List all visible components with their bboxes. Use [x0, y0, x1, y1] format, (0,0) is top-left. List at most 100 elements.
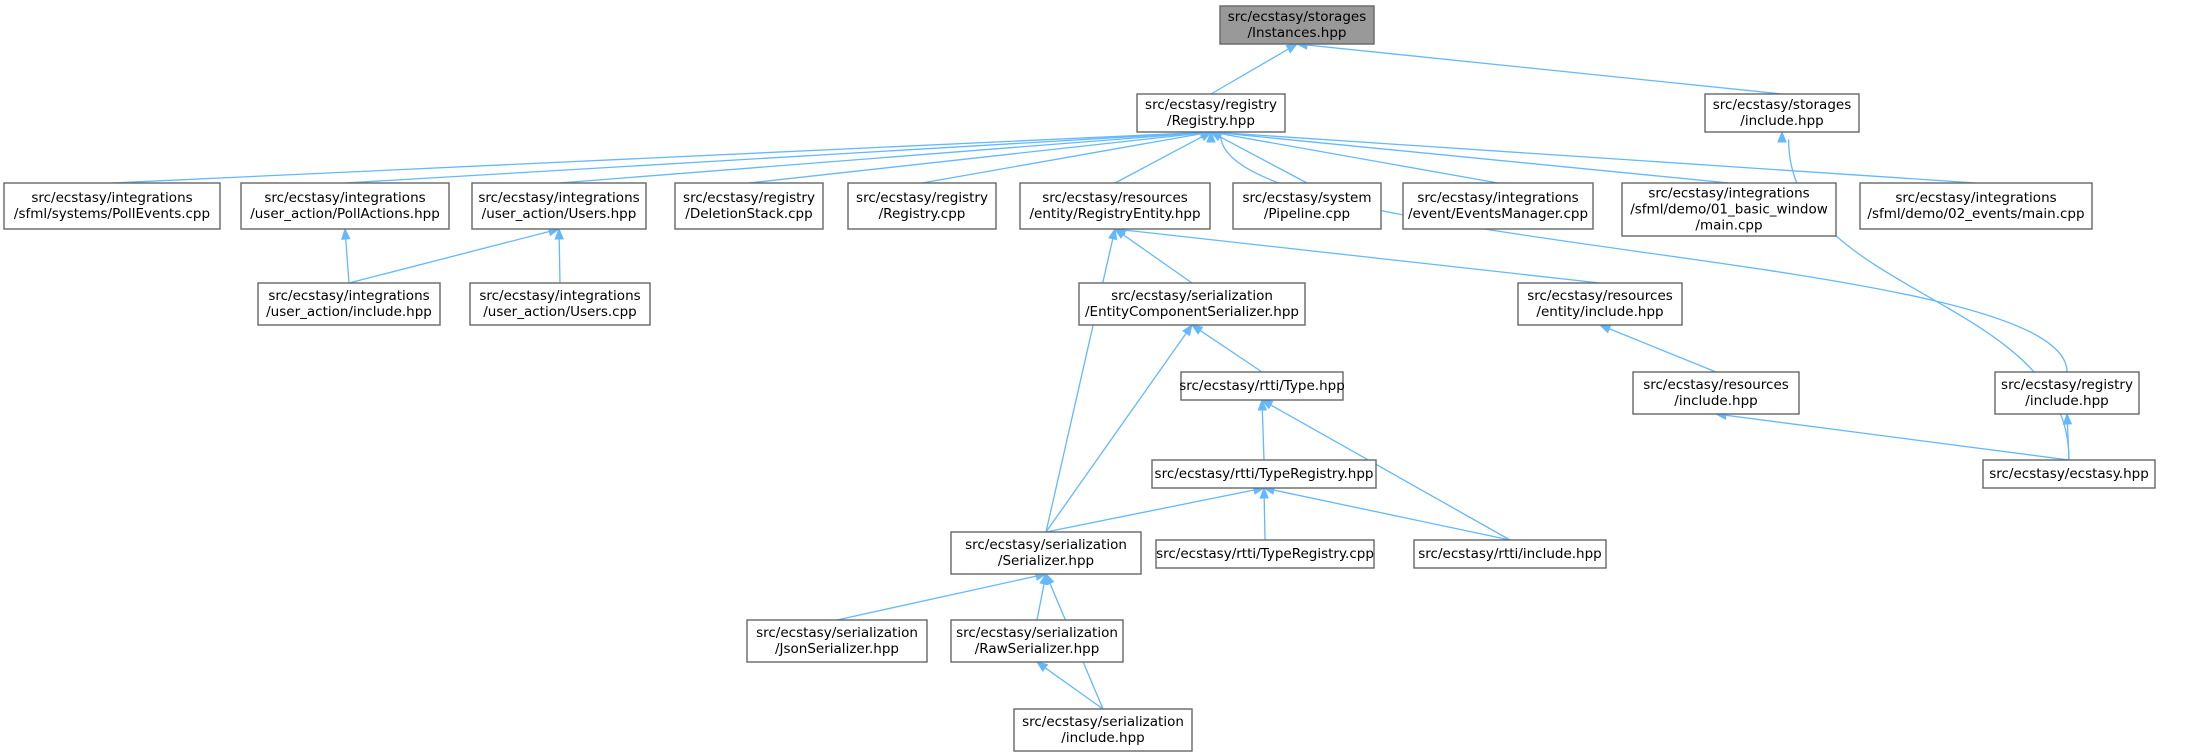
edge-ecstasy_hpp-to-resources_include: [1714, 410, 2070, 461]
edge-serialization_include-to-rawserializer: [1035, 661, 1104, 710]
node-registryentity[interactable]: src/ecstasy/resources/entity/RegistryEnt…: [1019, 182, 1211, 230]
node-users_hpp[interactable]: src/ecstasy/integrations/user_action/Use…: [471, 182, 647, 230]
node-typeregistry_cpp[interactable]: src/ecstasy/rtti/TypeRegistry.cpp: [1155, 539, 1375, 569]
edge-rtti_include-to-type_hpp: [1260, 399, 1511, 541]
node-registry_include[interactable]: src/ecstasy/registry/include.hpp: [1994, 371, 2140, 415]
node-entity_include[interactable]: src/ecstasy/resources/entity/include.hpp: [1517, 282, 1683, 326]
node-box: [1982, 459, 2156, 489]
edge-pollactions-to-registry_hpp: [344, 127, 1213, 184]
node-rtti_include[interactable]: src/ecstasy/rtti/include.hpp: [1413, 539, 1607, 569]
node-pollactions[interactable]: src/ecstasy/integrations/user_action/Pol…: [240, 182, 450, 230]
node-box: [1621, 182, 1837, 237]
node-box: [471, 182, 647, 230]
node-label-line: src/ecstasy/system: [1243, 190, 1372, 206]
node-label-line: /user_action/PollActions.hpp: [250, 206, 440, 222]
node-label-line: /sfml/demo/02_events/main.cpp: [1867, 206, 2084, 222]
edge-registry_include-to-registry_hpp: [1206, 130, 2068, 373]
node-deletionstack[interactable]: src/ecstasy/registry/DeletionStack.cpp: [674, 182, 824, 230]
node-label-line: /DeletionStack.cpp: [685, 206, 812, 222]
edge-storages_include-to-instances: [1295, 40, 1783, 95]
node-label-line: src/ecstasy/integrations: [479, 288, 640, 304]
node-label-line: src/ecstasy/rtti/TypeRegistry.cpp: [1156, 546, 1374, 562]
arrowhead: [1045, 572, 1055, 586]
node-label-line: src/ecstasy/integrations: [1648, 186, 1809, 202]
node-label-line: /event/EventsManager.cpp: [1408, 206, 1588, 222]
node-label-line: src/ecstasy/integrations: [268, 288, 429, 304]
node-type_hpp[interactable]: src/ecstasy/rtti/Type.hpp: [1179, 371, 1345, 401]
node-jsonserializer[interactable]: src/ecstasy/serialization/JsonSerializer…: [746, 619, 928, 663]
node-box: [950, 531, 1142, 575]
node-box: [1517, 282, 1683, 326]
node-label-line: /include.hpp: [1674, 393, 1757, 409]
node-label-line: /user_action/Users.cpp: [483, 304, 637, 320]
edge-ecstasy_hpp-to-registry_include: [2062, 412, 2073, 461]
node-eventsmanager[interactable]: src/ecstasy/integrations/event/EventsMan…: [1402, 182, 1594, 230]
arrowhead: [1777, 130, 1787, 143]
arrowhead: [1206, 130, 1216, 143]
edges-layer: [111, 40, 2073, 710]
node-rawserializer[interactable]: src/ecstasy/serialization/RawSerializer.…: [950, 619, 1124, 663]
edge-serializer_hpp-to-registryentity: [1045, 227, 1118, 533]
node-typeregistry_hpp[interactable]: src/ecstasy/rtti/TypeRegistry.hpp: [1151, 459, 1377, 489]
edge-resources_include-to-entity_include: [1598, 324, 1717, 373]
node-label-line: /user_action/include.hpp: [266, 304, 432, 320]
node-label-line: src/ecstasy/resources: [1643, 377, 1789, 393]
node-box: [1232, 182, 1382, 230]
node-label-line: /entity/RegistryEntity.hpp: [1029, 206, 1200, 222]
node-box: [3, 182, 221, 230]
node-pollevents[interactable]: src/ecstasy/integrations/sfml/systems/Po…: [3, 182, 221, 230]
edge-registry_cpp-to-registry_hpp: [921, 129, 1213, 184]
node-label-line: src/ecstasy/integrations: [1895, 190, 2056, 206]
node-label-line: /Registry.cpp: [879, 206, 966, 222]
node-label-line: /EntityComponentSerializer.hpp: [1085, 304, 1299, 320]
node-pipeline[interactable]: src/ecstasy/system/Pipeline.cpp: [1232, 182, 1382, 230]
node-label-line: /main.cpp: [1695, 218, 1762, 234]
node-label-line: src/ecstasy/rtti/Type.hpp: [1179, 378, 1345, 394]
arrowhead: [341, 227, 351, 240]
nodes-layer: src/ecstasy/storages/Instances.hpp src/ec…: [3, 5, 2156, 752]
edge-rtti_include-to-typeregistry_hpp: [1262, 485, 1511, 541]
node-label-line: src/ecstasy/resources: [1042, 190, 1188, 206]
node-demo01[interactable]: src/ecstasy/integrations/sfml/demo/01_ba…: [1621, 182, 1837, 237]
node-ecstasy_hpp[interactable]: src/ecstasy/ecstasy.hpp: [1982, 459, 2156, 489]
node-label-line: src/ecstasy/storages: [1713, 97, 1851, 113]
node-label-line: src/ecstasy/integrations: [1417, 190, 1578, 206]
node-box: [1078, 282, 1306, 326]
node-registry_hpp[interactable]: src/ecstasy/registry/Registry.hpp: [1136, 93, 1286, 133]
node-serializer_hpp[interactable]: src/ecstasy/serialization/Serializer.hpp: [950, 531, 1142, 575]
arrowhead: [1598, 324, 1612, 334]
arrowhead: [1257, 398, 1268, 411]
node-ecs_serializer[interactable]: src/ecstasy/serialization/EntityComponen…: [1078, 282, 1306, 326]
node-label-line: src/ecstasy/registry: [1145, 97, 1277, 113]
node-serialization_include[interactable]: src/ecstasy/serialization/include.hpp: [1013, 708, 1193, 752]
node-label-line: src/ecstasy/serialization: [1111, 288, 1273, 304]
edge-typeregistry_hpp-to-type_hpp: [1257, 398, 1268, 461]
node-box: [1155, 539, 1375, 569]
node-demo02[interactable]: src/ecstasy/integrations/sfml/demo/02_ev…: [1859, 182, 2093, 230]
node-label-line: /include.hpp: [1740, 113, 1823, 129]
node-label-line: src/ecstasy/rtti/TypeRegistry.hpp: [1155, 466, 1374, 482]
edge-serializer_hpp-to-typeregistry_hpp: [1045, 485, 1266, 533]
node-box: [847, 182, 997, 230]
node-label-line: src/ecstasy/serialization: [965, 537, 1127, 553]
node-storages_include[interactable]: src/ecstasy/storages/include.hpp: [1704, 93, 1860, 133]
arrowhead: [1035, 661, 1049, 672]
node-users_cpp[interactable]: src/ecstasy/integrations/user_action/Use…: [469, 282, 651, 326]
node-box: [950, 619, 1124, 663]
node-instances[interactable]: src/ecstasy/storages/Instances.hpp: [1219, 5, 1375, 45]
node-label-line: /include.hpp: [2025, 393, 2108, 409]
node-label-line: src/ecstasy/serialization: [956, 625, 1118, 641]
node-registry_cpp[interactable]: src/ecstasy/registry/Registry.cpp: [847, 182, 997, 230]
node-label-line: /include.hpp: [1061, 730, 1144, 746]
node-label-line: src/ecstasy/integrations: [31, 190, 192, 206]
node-label-line: src/ecstasy/registry: [683, 190, 815, 206]
node-resources_include[interactable]: src/ecstasy/resources/include.hpp: [1632, 371, 1800, 415]
node-box: [1994, 371, 2140, 415]
node-ua_include[interactable]: src/ecstasy/integrations/user_action/inc…: [257, 282, 441, 326]
node-box: [1151, 459, 1377, 489]
node-label-line: /entity/include.hpp: [1536, 304, 1663, 320]
node-label-line: src/ecstasy/serialization: [756, 625, 918, 641]
node-box: [1859, 182, 2093, 230]
node-box: [1413, 539, 1607, 569]
